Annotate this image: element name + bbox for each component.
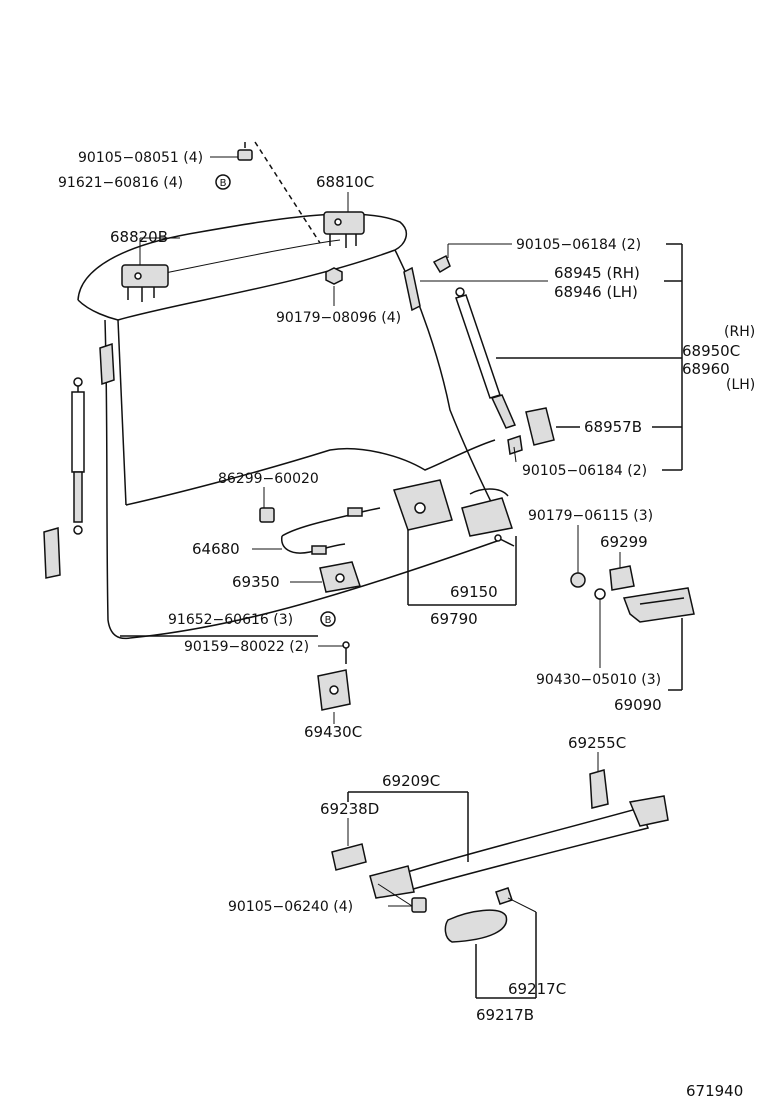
label-69209c: 69209C: [382, 772, 440, 790]
label-68957b: 68957B: [584, 418, 642, 436]
label-90105-06240: 90105−06240 (4): [228, 899, 353, 915]
callout-labels: 90105−08051 (4) 91621−60816 (4) 68810C 6…: [58, 150, 755, 1100]
handle-bar-69209c-part: [369, 795, 669, 899]
screw-part: [494, 534, 515, 547]
label-69350: 69350: [232, 573, 280, 591]
diagram-number: 671940: [686, 1082, 743, 1100]
handle-assy-69090-part: [622, 587, 695, 623]
label-91621-60816: 91621−60816 (4): [58, 175, 183, 191]
label-69150: 69150: [450, 583, 498, 601]
marker-b-2: B: [320, 611, 336, 627]
cable-64680-part: [281, 507, 381, 555]
handle-69299-part: [609, 565, 635, 591]
bolt-90105-08051-part: [237, 142, 253, 161]
label-69790: 69790: [430, 610, 478, 628]
motor-69350-part: [319, 561, 361, 593]
label-90105-06184-top: 90105−06184 (2): [516, 237, 641, 253]
label-69238d: 69238D: [320, 800, 379, 818]
label-90105-08051: 90105−08051 (4): [78, 150, 203, 166]
label-90179-08096: 90179−08096 (4): [276, 310, 401, 326]
label-68820b: 68820B: [110, 228, 168, 246]
plate-69238d-part: [331, 843, 367, 871]
cover-69217c-part: [495, 887, 513, 905]
dashed-leader: [254, 141, 321, 244]
bracket-left-part: [43, 342, 115, 579]
cover-69217b-part: [444, 909, 508, 943]
nut-90179-06115-part: [570, 572, 586, 588]
striker-69430c-part: [317, 641, 351, 711]
label-rh-tag: (RH): [724, 324, 755, 340]
label-90105-06184-bottom: 90105−06184 (2): [522, 463, 647, 479]
bracket-68945-part: [403, 266, 421, 312]
label-69217b: 69217B: [476, 1006, 534, 1024]
label-64680: 64680: [192, 540, 240, 558]
hinge-68810c-part: [323, 211, 365, 248]
label-91652-60616: 91652−60616 (3): [168, 612, 293, 628]
strut-left-part: [71, 377, 85, 535]
svg-text:B: B: [220, 178, 227, 189]
label-68945-rh: 68945 (RH): [554, 264, 640, 282]
bracket-69255c-part: [589, 769, 609, 809]
nut-90179-08096-part: [325, 267, 343, 285]
label-90179-06115: 90179−06115 (3): [528, 508, 653, 524]
bolt-90105-06184-parts: [432, 254, 523, 455]
clip-90430-part: [594, 588, 606, 600]
lock-69150-part: [393, 479, 513, 537]
marker-b-1: B: [215, 174, 231, 190]
hinge-68820b-part: [121, 264, 169, 302]
strut-right-part: [455, 287, 517, 429]
label-69255c: 69255C: [568, 734, 626, 752]
label-69090: 69090: [614, 696, 662, 714]
label-lh-tag: (LH): [726, 377, 755, 393]
clip-86299-part: [259, 507, 275, 523]
label-69217c: 69217C: [508, 980, 566, 998]
label-68950c: 68950C: [682, 342, 740, 360]
label-86299-60020: 86299−60020: [218, 471, 319, 487]
label-90159-80022: 90159−80022 (2): [184, 639, 309, 655]
label-68960: 68960: [682, 360, 730, 378]
bolt-90105-06240-part: [411, 897, 427, 913]
label-68946-lh: 68946 (LH): [554, 283, 638, 301]
bracket-68957b-part: [525, 407, 555, 446]
svg-text:B: B: [325, 615, 332, 626]
label-90430-05010: 90430−05010 (3): [536, 672, 661, 688]
label-69430c: 69430C: [304, 723, 362, 741]
label-68810c: 68810C: [316, 173, 374, 191]
label-69299: 69299: [600, 533, 648, 551]
leader-lines: [120, 156, 683, 999]
